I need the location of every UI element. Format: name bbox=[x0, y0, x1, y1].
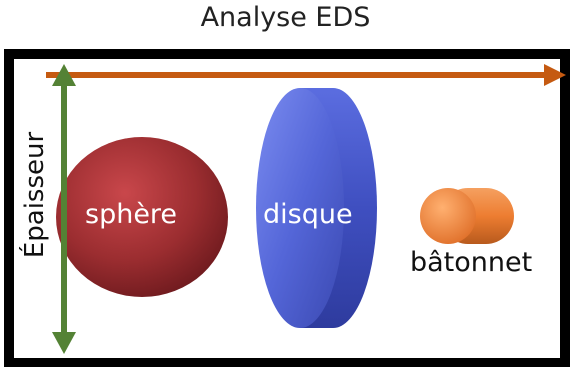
thickness-label: Épaisseur bbox=[20, 131, 50, 259]
rod-label: bâtonnet bbox=[410, 247, 533, 278]
vertical-arrowhead-top bbox=[52, 64, 76, 86]
vertical-arrowhead-bottom bbox=[52, 332, 76, 354]
sphere-label: sphère bbox=[85, 199, 178, 230]
disk-label: disque bbox=[263, 199, 353, 230]
horizontal-arrowhead bbox=[544, 64, 566, 86]
sphere-shape bbox=[56, 137, 228, 297]
disk-shape bbox=[256, 88, 377, 328]
diagram-title: Analyse EDS bbox=[200, 2, 371, 33]
rod-shape bbox=[420, 188, 514, 244]
